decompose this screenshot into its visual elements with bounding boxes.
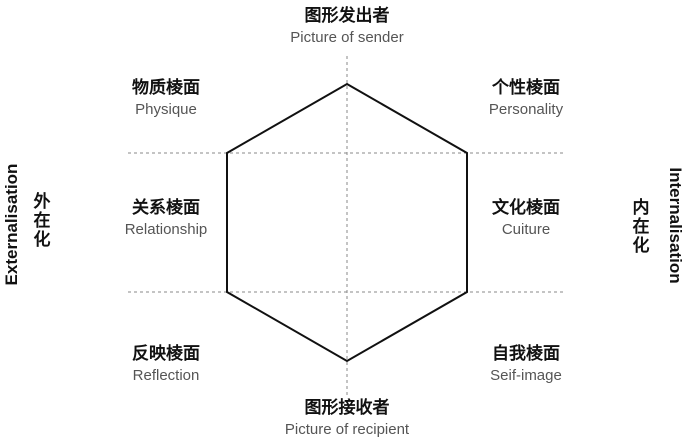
top-label-en: Picture of sender [290, 29, 404, 46]
facet-physique-en: Physique [135, 101, 197, 118]
facet-personality-zh: 个性棱面 [492, 78, 560, 98]
bottom-label: 图形接收者 Picture of recipient [247, 398, 447, 438]
top-label: 图形发出者 Picture of sender [247, 6, 447, 46]
facet-relationship: 关系棱面 Relationship [96, 198, 236, 238]
facet-self-image: 自我棱面 Seif-image [456, 344, 596, 384]
facet-self-image-zh: 自我棱面 [492, 344, 560, 364]
facet-culture-zh: 文化棱面 [492, 198, 560, 218]
facet-reflection: 反映棱面 Reflection [96, 344, 236, 384]
bottom-label-en: Picture of recipient [284, 421, 410, 438]
top-label-zh: 图形发出者 [304, 6, 390, 26]
internalisation-zh-text: 内在化 [632, 198, 650, 256]
bottom-label-zh: 图形接收者 [304, 398, 390, 418]
facet-culture: 文化棱面 Cuiture [456, 198, 596, 238]
facet-physique-zh: 物质棱面 [132, 78, 200, 98]
externalisation-zh-text: 外在化 [33, 192, 51, 250]
facet-relationship-zh: 关系棱面 [132, 198, 200, 218]
facet-personality: 个性棱面 Personality [456, 78, 596, 118]
internalisation-label: Internalisation [666, 167, 685, 284]
facet-self-image-en: Seif-image [490, 367, 562, 384]
facet-relationship-en: Relationship [124, 221, 208, 238]
facet-reflection-en: Reflection [132, 367, 200, 384]
facet-reflection-zh: 反映棱面 [132, 344, 200, 364]
facet-personality-en: Personality [488, 101, 564, 118]
externalisation-zh-label: 外在化 [33, 193, 53, 250]
internalisation-zh-label: 内在化 [632, 199, 652, 256]
hexagon [226, 82, 468, 363]
facet-culture-en: Cuiture [501, 221, 551, 238]
externalisation-label: Externalisation [2, 163, 21, 286]
facet-physique: 物质棱面 Physique [96, 78, 236, 118]
